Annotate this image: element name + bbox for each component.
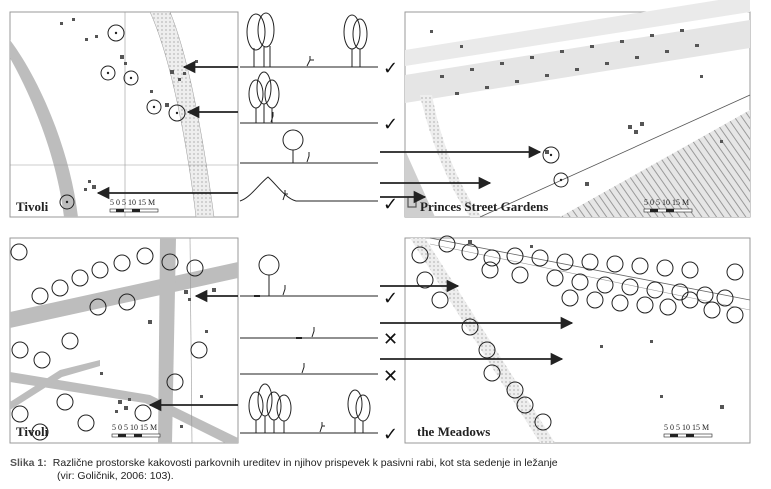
arrows bbox=[96, 60, 574, 412]
scale-bar: 5 0 5 10 15 M bbox=[663, 423, 713, 438]
person-icon bbox=[319, 422, 325, 433]
row-mark: ✓ bbox=[383, 424, 398, 445]
section-diagrams bbox=[239, 12, 378, 434]
panel-meadows: the Meadows 5 0 5 10 15 M bbox=[404, 235, 751, 444]
tree-icon bbox=[347, 389, 371, 433]
scale-text: 5 0 5 10 15 M bbox=[112, 423, 157, 432]
caption-source: (vir: Goličnik, 2006: 103). bbox=[57, 470, 174, 482]
row-mark: ✓ bbox=[383, 288, 398, 309]
row-mark: ✓ bbox=[383, 58, 398, 79]
person-icon bbox=[282, 285, 286, 296]
tree-icon bbox=[343, 14, 368, 67]
panel-tivoli-bottom: Tivoli 5 0 5 10 15 M bbox=[9, 237, 239, 444]
person-icon bbox=[270, 112, 274, 123]
tree-symbols bbox=[411, 235, 744, 431]
tree-symbols bbox=[10, 243, 208, 441]
scale-text: 5 0 5 10 15 M bbox=[664, 423, 709, 432]
scale-bar: 5 0 5 10 15 M bbox=[109, 198, 159, 213]
figure: Tivoli 5 0 5 10 15 M bbox=[9, 0, 751, 445]
bench-marks bbox=[468, 240, 724, 409]
panel-label: the Meadows bbox=[417, 424, 490, 439]
tree-symbols bbox=[59, 24, 186, 210]
person-icon bbox=[301, 363, 305, 374]
panel-tivoli-top: Tivoli 5 0 5 10 15 M bbox=[9, 11, 239, 218]
scale-text: 5 0 5 10 15 M bbox=[644, 198, 689, 207]
person-icon bbox=[306, 152, 310, 163]
tree-icon bbox=[248, 383, 292, 433]
caption-text: Različne prostorske kakovosti parkovnih … bbox=[52, 457, 558, 469]
panel-princes-street: Princes Street Gardens 5 0 5 10 15 M bbox=[404, 0, 751, 218]
bench-marks bbox=[430, 29, 723, 186]
tree-icon bbox=[282, 129, 304, 163]
person-icon bbox=[282, 190, 288, 201]
bench-marks bbox=[100, 288, 216, 428]
scale-bar: 5 0 5 10 15 M bbox=[111, 423, 161, 438]
caption-label: Slika 1: bbox=[10, 457, 47, 469]
panel-label: Princes Street Gardens bbox=[420, 199, 548, 214]
tree-icon bbox=[258, 254, 280, 296]
row-mark: ✓ bbox=[383, 194, 398, 215]
tree-icon bbox=[248, 71, 280, 123]
person-icon bbox=[306, 56, 314, 67]
row-mark: ✕ bbox=[383, 329, 398, 350]
tree-icon bbox=[246, 12, 275, 67]
person-icon bbox=[311, 327, 315, 338]
evaluation-marks: ✓ ✓ ✓ ✓ ✕ ✕ ✓ bbox=[383, 58, 398, 445]
scale-bar: 5 0 5 10 15 M bbox=[643, 198, 693, 213]
scale-text: 5 0 5 10 15 M bbox=[110, 198, 155, 207]
row-mark: ✕ bbox=[383, 366, 398, 387]
figure-caption: Slika 1: Različne prostorske kakovosti pa… bbox=[10, 457, 765, 483]
bench-marks bbox=[60, 18, 198, 191]
panel-label: Tivoli bbox=[16, 199, 49, 214]
panel-label: Tivoli bbox=[16, 424, 49, 439]
row-mark: ✓ bbox=[383, 114, 398, 135]
